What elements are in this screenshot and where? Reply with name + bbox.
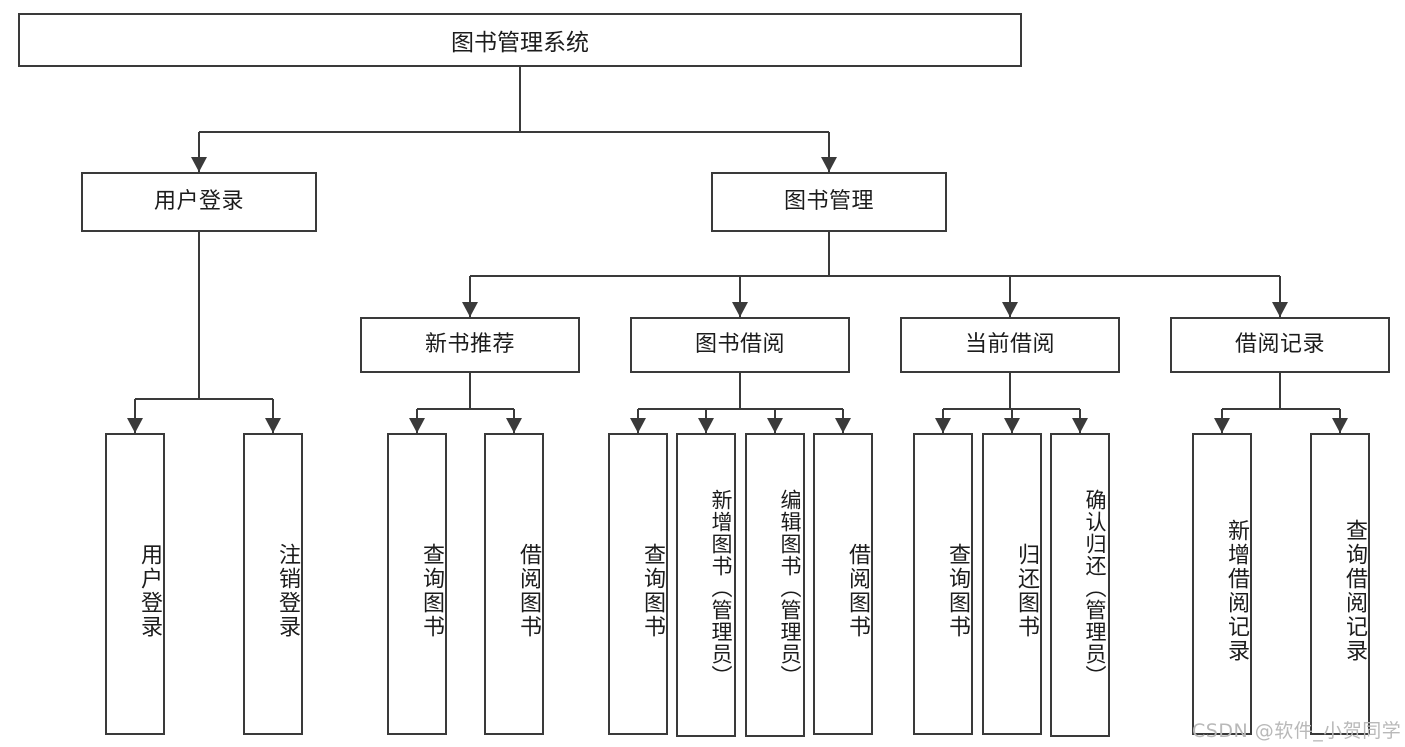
connector-bookmgmt-drop-3: [1278, 276, 1282, 317]
node-current-borrow[interactable]: 当前借阅: [900, 317, 1120, 373]
arrow-root-1: [821, 157, 837, 172]
node-leaf-add-book-admin[interactable]: 新增图书（管理员）: [676, 433, 736, 737]
connector-userlogin-drop-0: [133, 399, 137, 433]
arrow-group3-0: [1214, 418, 1230, 433]
arrow-group2-0: [935, 418, 951, 433]
node-leaf-add-borrow-record[interactable]: 新增借阅记录: [1192, 433, 1252, 735]
node-leaf-borrow-book[interactable]: 借阅图书: [813, 433, 873, 735]
arrow-group2-1: [1004, 418, 1020, 433]
arrow-group1-0: [630, 418, 646, 433]
connector-userlogin-bus: [135, 397, 273, 401]
connector-root-bus: [199, 130, 829, 134]
arrow-bookmgmt-3: [1272, 302, 1288, 317]
node-leaf-query-borrow-record[interactable]: 查询借阅记录: [1310, 433, 1370, 735]
connector-bookmgmt-drop-2: [1008, 276, 1012, 317]
connector-group0-bus: [417, 407, 514, 411]
connector-root-stem: [518, 67, 522, 132]
node-user-login[interactable]: 用户登录: [81, 172, 317, 232]
arrow-group2-2: [1072, 418, 1088, 433]
connector-userlogin-stem: [197, 232, 201, 399]
node-new-book-recommend[interactable]: 新书推荐: [360, 317, 580, 373]
connector-bookmgmt-bus: [470, 274, 1280, 278]
node-leaf-confirm-return-admin[interactable]: 确认归还（管理员）: [1050, 433, 1110, 737]
connector-root-drop-1: [827, 132, 831, 172]
connector-group3-bus: [1222, 407, 1340, 411]
arrow-bookmgmt-2: [1002, 302, 1018, 317]
arrow-root-0: [191, 157, 207, 172]
arrow-group1-1: [698, 418, 714, 433]
node-leaf-user-login[interactable]: 用户登录: [105, 433, 165, 735]
node-leaf-return-book[interactable]: 归还图书: [982, 433, 1042, 735]
arrow-group1-2: [767, 418, 783, 433]
node-leaf-user-logout[interactable]: 注销登录: [243, 433, 303, 735]
arrow-bookmgmt-1: [732, 302, 748, 317]
arrow-group0-0: [409, 418, 425, 433]
root-node-book-system[interactable]: 图书管理系统: [18, 13, 1022, 67]
node-leaf-query-book-current[interactable]: 查询图书: [913, 433, 973, 735]
connector-group3-stem: [1278, 373, 1282, 409]
connector-group0-stem: [468, 373, 472, 409]
node-book-management[interactable]: 图书管理: [711, 172, 947, 232]
node-leaf-edit-book-admin[interactable]: 编辑图书（管理员）: [745, 433, 805, 737]
connector-group1-bus: [638, 407, 843, 411]
arrow-group1-3: [835, 418, 851, 433]
csdn-watermark: CSDN @软件_小贺同学: [1192, 720, 1402, 742]
connector-group2-stem: [1008, 373, 1012, 409]
arrow-group0-1: [506, 418, 522, 433]
connector-bookmgmt-drop-0: [468, 276, 472, 317]
connector-group1-stem: [738, 373, 742, 409]
node-book-borrow[interactable]: 图书借阅: [630, 317, 850, 373]
connector-bookmgmt-drop-1: [738, 276, 742, 317]
arrow-userlogin-1: [265, 418, 281, 433]
connector-userlogin-drop-1: [271, 399, 275, 433]
node-leaf-query-book-borrow[interactable]: 查询图书: [608, 433, 668, 735]
connector-bookmgmt-stem: [827, 232, 831, 276]
node-borrow-record[interactable]: 借阅记录: [1170, 317, 1390, 373]
node-leaf-query-book-recommend[interactable]: 查询图书: [387, 433, 447, 735]
node-leaf-borrow-book-recommend[interactable]: 借阅图书: [484, 433, 544, 735]
arrow-group3-1: [1332, 418, 1348, 433]
arrow-bookmgmt-0: [462, 302, 478, 317]
connector-root-drop-0: [197, 132, 201, 172]
arrow-userlogin-0: [127, 418, 143, 433]
